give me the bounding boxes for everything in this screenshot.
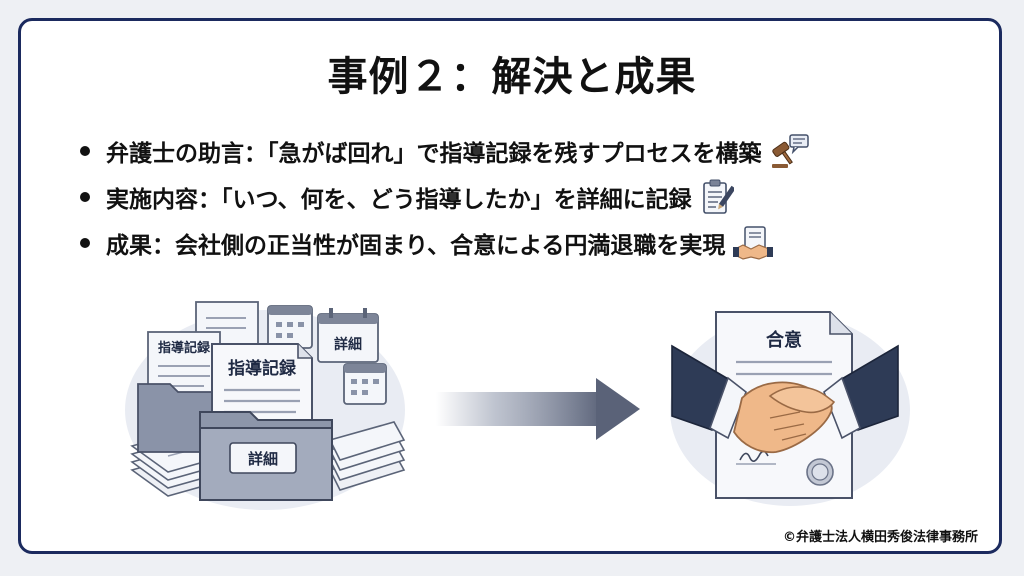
bullet-item-implementation: 実施内容：「いつ、何を、どう指導したか」を詳細に記録 [80,174,810,220]
bullet-dot [80,146,90,156]
bullet-text-implementation: 実施内容：「いつ、何を、どう指導したか」を詳細に記録 [106,187,692,213]
bullet-item-result: 成果：会社側の正当性が固まり、合意による円満退職を実現 [80,220,810,266]
bullet-list: 弁護士の助言：「急がば回れ」で指導記録を残すプロセスを構築 実施内容：「いつ、何… [80,128,810,266]
calendar-label: 詳細 [334,336,362,353]
bullet-text-result: 成果：会社側の正当性が固まり、合意による円満退職を実現 [106,233,726,259]
paper-stack-right [328,421,406,491]
handshake-document-icon [733,225,774,261]
bullet-item-advice: 弁護士の助言：「急がば回れ」で指導記録を残すプロセスを構築 [80,128,810,174]
agreement-label: 合意 [766,329,802,351]
folder-label: 詳細 [248,450,278,468]
clipboard-pen-icon [700,179,734,215]
doc-label-left: 指導記録 [158,340,211,356]
calendar-detail: 詳細 [317,308,379,363]
copyright-text: ©弁護士法人横田秀俊法律事務所 [782,530,978,545]
bullet-dot [80,238,90,248]
arrow-right-icon [436,378,640,440]
seal-icon [806,458,834,486]
agreement-handshake-illustration: 合意 [670,311,910,506]
calendar-icon [343,363,387,405]
bullet-dot [80,192,90,202]
folder-icon: 詳細 [199,411,333,501]
slide-title: 事例２：解決と成果 [327,54,697,100]
doc-label-center: 指導記録 [228,358,297,379]
handshake-icon [671,344,899,454]
documents-folder-illustration: 詳細 指導記録 [125,301,406,510]
gavel-speech-icon [770,133,810,169]
bullet-text-advice: 弁護士の助言：「急がば回れ」で指導記録を残すプロセスを構築 [106,141,762,167]
calendar-icon [267,305,313,349]
